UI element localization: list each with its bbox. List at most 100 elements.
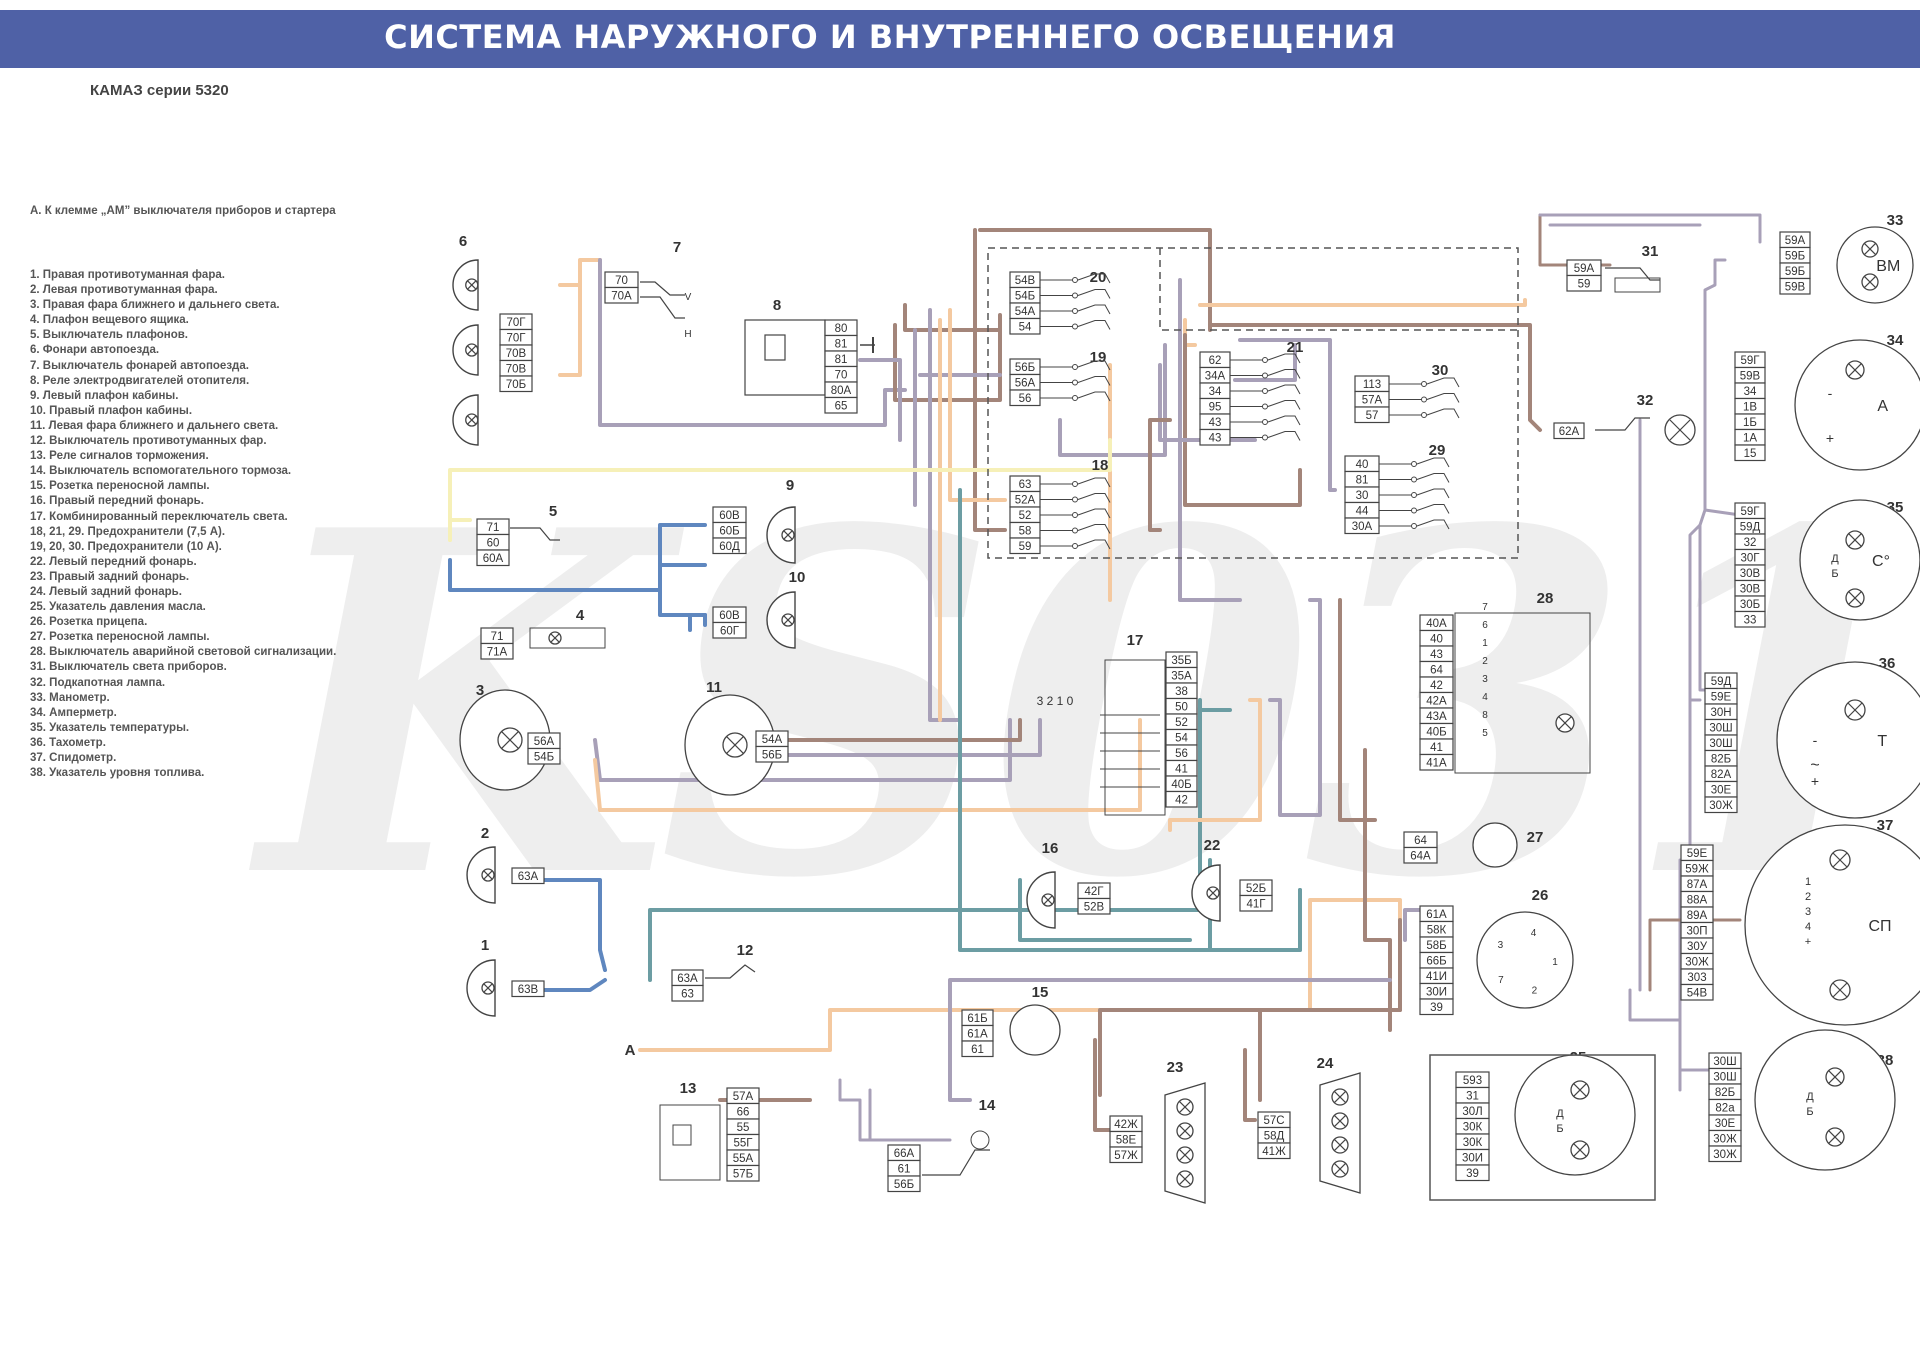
fuse-element bbox=[1267, 369, 1301, 379]
fuse-contact bbox=[1411, 476, 1417, 483]
legend-item: 14. Выключатель вспомогательного тормоза… bbox=[30, 465, 292, 478]
switch-28-pin: 6 bbox=[1482, 620, 1488, 631]
wire bbox=[1098, 1008, 1312, 1097]
component-number-24: 24 bbox=[1317, 1055, 1334, 1072]
gauge-lamp bbox=[1845, 588, 1865, 608]
gauge-mark-37: СП bbox=[1868, 918, 1891, 935]
terminal-label: 59А bbox=[1574, 263, 1595, 275]
terminal-label: 41Г bbox=[1246, 899, 1266, 911]
fuse-contact bbox=[1072, 292, 1078, 299]
terminal-label: 55А bbox=[733, 1153, 754, 1165]
terminal-block-2: 63А bbox=[511, 867, 545, 885]
component-number-19: 19 bbox=[1090, 349, 1107, 366]
foglamp-2 bbox=[466, 846, 496, 904]
fuse-contact bbox=[1072, 364, 1078, 370]
terminal-label: 80 bbox=[835, 323, 848, 335]
switch-contact-7 bbox=[640, 281, 685, 296]
switch-14-knob bbox=[970, 1130, 990, 1150]
fuse-element bbox=[1416, 504, 1450, 514]
component-number-31: 31 bbox=[1642, 243, 1659, 260]
lamp-bulb bbox=[781, 528, 795, 542]
legend-item: 35. Указатель температуры. bbox=[30, 721, 190, 734]
lamp-bulb bbox=[781, 613, 795, 627]
terminal-label: 71А bbox=[487, 647, 508, 659]
gauge-34 bbox=[1794, 339, 1920, 471]
group-outline-25 bbox=[1429, 1054, 1656, 1201]
terminal-label: 82а bbox=[1715, 1103, 1735, 1115]
legend-item: 32. Подкапотная лампа. bbox=[30, 676, 166, 689]
lamp-cross bbox=[1178, 1172, 1192, 1186]
gauge-minus: - bbox=[1813, 732, 1818, 748]
terminal-label: 42А bbox=[1426, 696, 1447, 708]
lamp-cross bbox=[1333, 1138, 1347, 1152]
wire bbox=[533, 878, 607, 972]
wire bbox=[1233, 343, 1297, 382]
terminal-label: 54Б bbox=[1015, 291, 1035, 303]
component-number-18: 18 bbox=[1092, 457, 1109, 474]
wire bbox=[688, 613, 707, 632]
fuse-element bbox=[1267, 353, 1301, 364]
switch-28-pin: 1 bbox=[1482, 638, 1488, 649]
lamp-cross bbox=[1847, 702, 1863, 718]
terminal-label: 60Д bbox=[719, 541, 740, 553]
switch-28-pin: 2 bbox=[1482, 656, 1488, 667]
terminal-label: 39 bbox=[1466, 1168, 1479, 1180]
terminal-label: 56Б bbox=[894, 1179, 914, 1191]
fuse-contact bbox=[1072, 308, 1078, 314]
terminal-label: 31 bbox=[1466, 1091, 1479, 1103]
wire bbox=[838, 1078, 882, 1142]
fuse-element bbox=[1426, 408, 1460, 419]
component-number-14: 14 bbox=[979, 1097, 996, 1114]
lamp-cross bbox=[1573, 1083, 1587, 1097]
terminal-label: 30Ш bbox=[1709, 723, 1732, 735]
terminal-label: 59Е bbox=[1711, 692, 1732, 704]
terminal-label: 54А bbox=[762, 734, 783, 746]
terminal-label: 30Ш bbox=[1709, 738, 1732, 750]
fuse-element bbox=[1077, 477, 1111, 488]
fuse-contact bbox=[1411, 523, 1417, 529]
wire bbox=[533, 978, 607, 992]
terminal-label: 52А bbox=[1015, 495, 1036, 507]
terminal-label: 58Б bbox=[1426, 940, 1446, 952]
legend-item: 27. Розетка переносной лампы. bbox=[30, 631, 210, 644]
wire bbox=[1058, 343, 1167, 457]
component-number-29: 29 bbox=[1429, 442, 1446, 459]
terminal-cell bbox=[1109, 1146, 1143, 1164]
terminal-label: 30Е bbox=[1711, 785, 1732, 797]
terminal-label: 38 bbox=[1175, 686, 1188, 698]
lamp-cross bbox=[1828, 1130, 1842, 1144]
component-number-32: 32 bbox=[1637, 392, 1654, 409]
lamp-bulb bbox=[465, 278, 479, 292]
lamp-bulb bbox=[481, 868, 495, 882]
lamp-cross bbox=[467, 415, 477, 425]
terminal-label: 35А bbox=[1171, 671, 1192, 683]
component-number-22: 22 bbox=[1204, 837, 1221, 854]
wire bbox=[1148, 418, 1172, 532]
terminal-label: 63 bbox=[1019, 479, 1032, 491]
brake-relay-coil-13 bbox=[672, 1124, 692, 1146]
gauge-lamp bbox=[1844, 699, 1866, 721]
terminal-label: 52 bbox=[1019, 510, 1032, 522]
terminal-label: 64А bbox=[1410, 851, 1431, 863]
fuse-element bbox=[1077, 289, 1111, 299]
component-number-7: 7 bbox=[673, 239, 681, 256]
gauge-plus: + bbox=[1826, 430, 1834, 446]
gauge-mark-36: Т bbox=[1877, 733, 1887, 750]
terminal-label: 41И bbox=[1426, 971, 1447, 983]
terminal-label: 30Л bbox=[1462, 1106, 1482, 1118]
fuse-block-outline bbox=[1159, 248, 1518, 331]
terminal-label: 63 bbox=[681, 989, 694, 1001]
terminal-label: 593 bbox=[1463, 1075, 1482, 1087]
lamp-cross bbox=[467, 280, 477, 290]
component-number-26: 26 bbox=[1532, 887, 1549, 904]
